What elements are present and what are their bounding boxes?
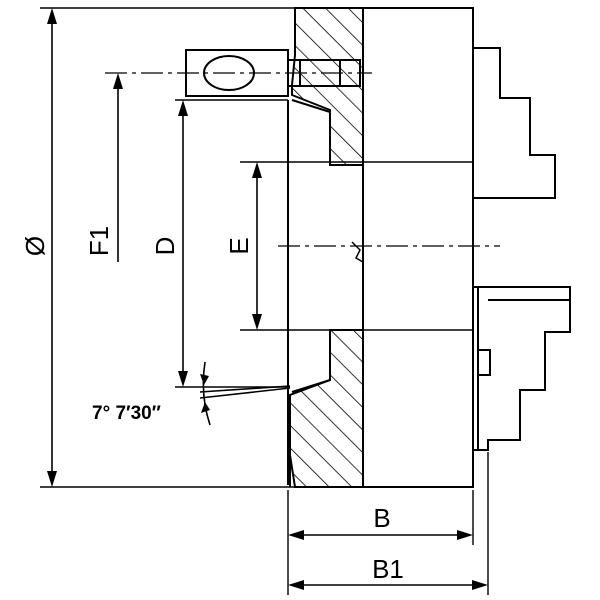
d-label: D (150, 237, 180, 256)
b1-label: B1 (372, 554, 404, 584)
taper-angle-indicator (199, 361, 291, 426)
diameter-label: Ø (20, 236, 50, 256)
hatched-section-lower (289, 329, 364, 488)
dimension-lines (47, 8, 488, 590)
b-label: B (373, 503, 390, 533)
taper-angle-label: 7° 7′30″ (92, 403, 161, 424)
bore-outline (287, 99, 331, 487)
upper-jaw (473, 47, 556, 199)
axis-break-mark (351, 241, 364, 263)
centerlines (105, 72, 500, 247)
e-label: E (224, 237, 254, 254)
f1-label: F1 (84, 226, 114, 256)
lower-jaw (473, 286, 571, 451)
